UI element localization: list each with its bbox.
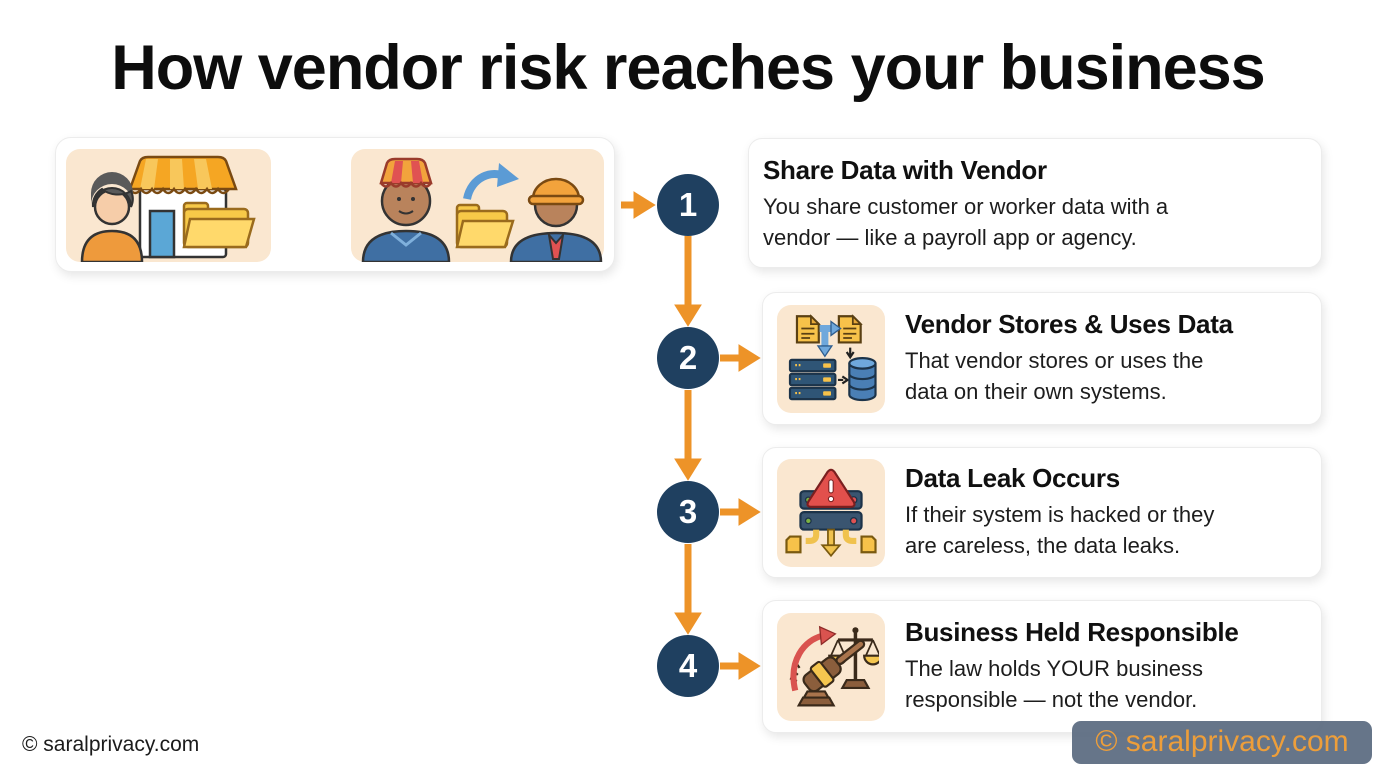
- shop-owner-store-folder-icon: [80, 155, 256, 262]
- step-icon-box: [777, 458, 885, 567]
- step-title: Share Data with Vendor: [763, 155, 1047, 185]
- gavel-scales-justice-icon: [789, 625, 879, 706]
- step-title: Vendor Stores & Uses Data: [905, 309, 1233, 340]
- documents-server-database-icon: [788, 313, 877, 401]
- shared-folder-icon: [455, 203, 515, 249]
- step-card-2: Vendor Stores & Uses Data That vendor st…: [762, 292, 1322, 425]
- step-title: Data Leak Occurs: [905, 463, 1120, 494]
- step-number: 4: [678, 647, 698, 684]
- vendor-sharing-folder-worker-icon: [361, 157, 603, 262]
- warning-triangle-icon: [806, 468, 856, 508]
- worker-icon: [509, 177, 603, 262]
- document-icon: [795, 313, 821, 344]
- document-icon: [837, 313, 863, 344]
- step-body: That vendor stores or uses the data on t…: [905, 348, 1204, 404]
- step-title: Business Held Responsible: [905, 617, 1239, 648]
- shopkeeper-icon: [361, 157, 451, 262]
- step-number: 2: [678, 339, 698, 376]
- step-circle-4: 4: [657, 635, 719, 697]
- step-circle-1: 1: [657, 174, 719, 236]
- illustration-card: [55, 137, 615, 272]
- business-owner-scene: [66, 149, 271, 262]
- door-icon: [148, 209, 176, 259]
- share-arrow-icon: [463, 163, 519, 201]
- step-body: The law holds YOUR business responsible …: [905, 656, 1203, 712]
- server-rack-icon: [788, 358, 837, 400]
- split-arrow-icon: [816, 319, 842, 358]
- copyright-text: © saralprivacy.com: [22, 733, 200, 756]
- step-number: 3: [678, 493, 698, 530]
- step-icon-box: [777, 304, 885, 413]
- down-arrow-icon: [845, 347, 855, 359]
- step-body: You share customer or worker data with a…: [763, 194, 1169, 250]
- shop-owner-icon: [80, 172, 144, 262]
- watermark-text: © saralprivacy.com: [1095, 725, 1349, 758]
- step-icon-box: [777, 612, 885, 721]
- step-number: 1: [678, 186, 698, 223]
- page-title: How vendor risk reaches your business: [111, 33, 1265, 103]
- vendor-share-scene: [351, 149, 604, 262]
- sound-block-icon: [796, 689, 836, 706]
- gavel-icon: [802, 639, 866, 692]
- folder-icon: [182, 201, 256, 249]
- awning-icon: [128, 155, 238, 195]
- step-body: If their system is hacked or they are ca…: [905, 502, 1215, 558]
- leak-arrows-icon: [785, 528, 877, 557]
- step-circle-3: 3: [657, 481, 719, 543]
- step-card-4: Business Held Responsible The law holds …: [762, 600, 1322, 733]
- step-card-3: Data Leak Occurs If their system is hack…: [762, 447, 1322, 578]
- step-card-1: Share Data with Vendor You share custome…: [748, 138, 1322, 268]
- server-warning-leak-icon: [785, 468, 877, 557]
- step-circle-2: 2: [657, 327, 719, 389]
- database-icon: [848, 356, 877, 401]
- watermark-badge: © saralprivacy.com: [1072, 721, 1372, 764]
- liability-arrow-icon: [790, 625, 837, 691]
- right-arrow-icon: [837, 375, 850, 384]
